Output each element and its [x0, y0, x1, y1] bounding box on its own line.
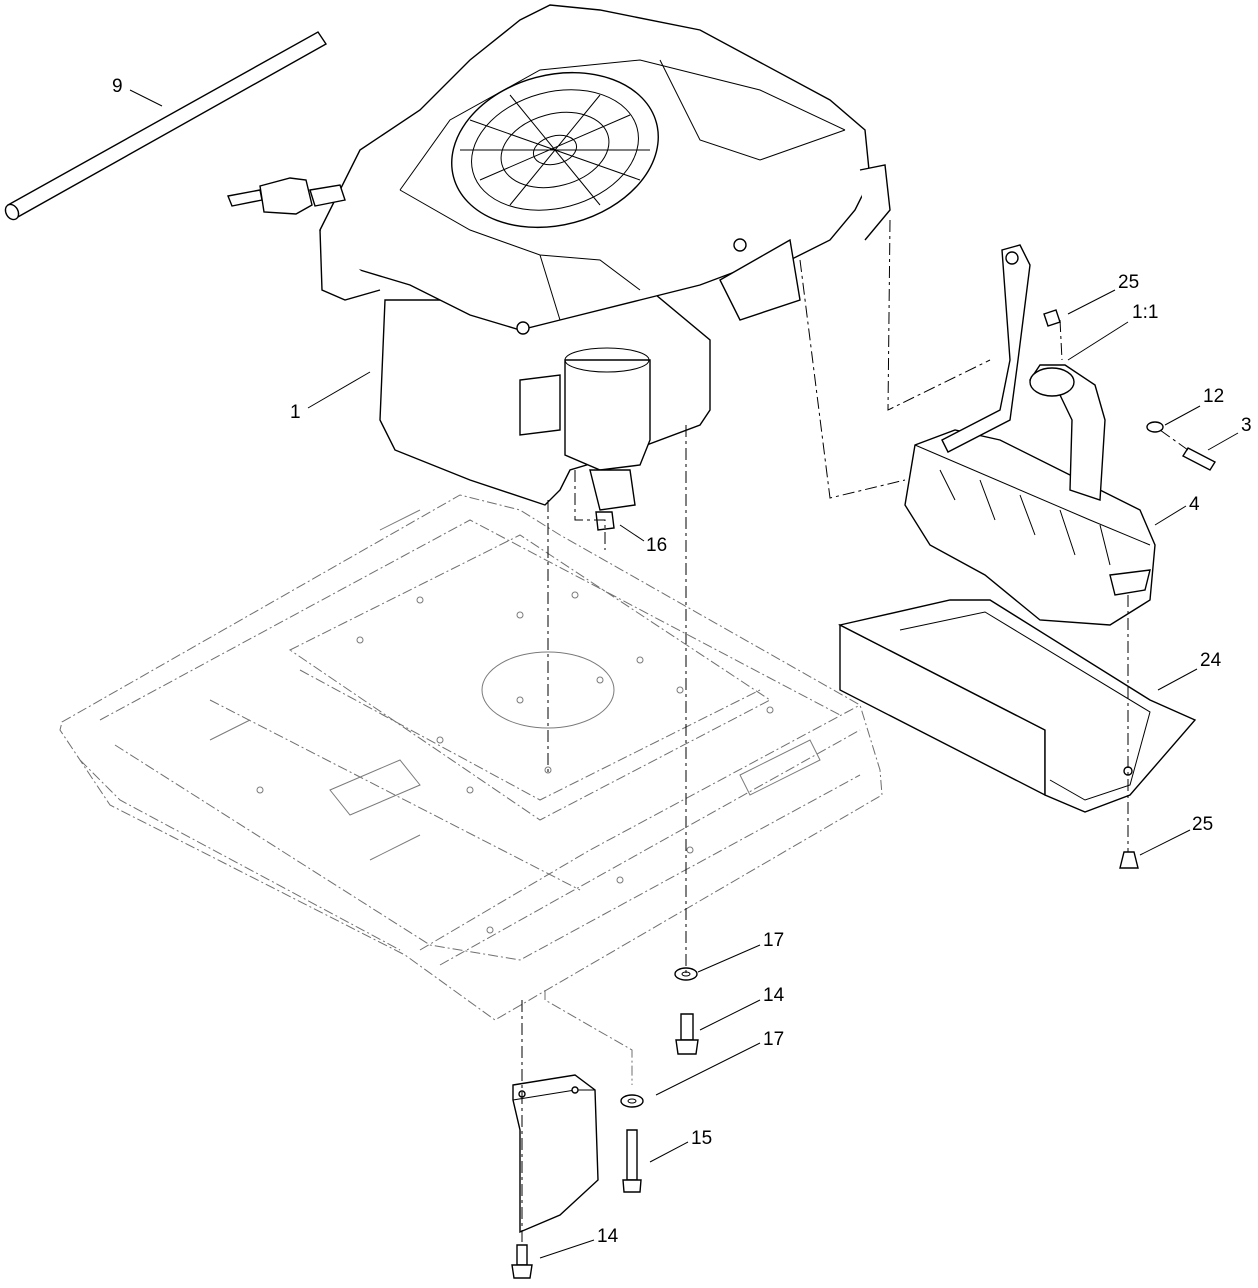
hose-icon — [4, 31, 328, 221]
callout-24: 24 — [1200, 650, 1222, 671]
callout-9: 9 — [112, 76, 123, 97]
callout-4: 4 — [1189, 494, 1200, 515]
phantom-line — [544, 990, 633, 1085]
callout-17-bottom: 17 — [763, 1029, 784, 1050]
muffler-icon — [904, 244, 1156, 626]
centerline — [521, 219, 1189, 1245]
bolt-icon — [511, 309, 1216, 1279]
engine-icon — [319, 4, 891, 511]
callout-25-top: 25 — [1118, 272, 1139, 293]
frame-outline-icon — [59, 494, 883, 1021]
callout-16: 16 — [646, 535, 667, 556]
fuel-fitting-icon — [227, 177, 346, 215]
callout-17-top: 17 — [763, 930, 784, 951]
leader-lines — [129, 89, 1239, 1259]
callout-3: 3 — [1241, 415, 1252, 436]
callout-1: 1 — [290, 402, 301, 423]
heat-shield-icon — [837, 599, 1197, 813]
callout-1-1: 1:1 — [1132, 302, 1158, 323]
bracket-icon — [512, 1074, 599, 1234]
callout-14-top: 14 — [763, 985, 785, 1006]
callouts: 9 1 25 1:1 12 3 4 16 24 25 17 14 17 15 1… — [112, 76, 1252, 1247]
callout-25-bottom: 25 — [1192, 814, 1213, 835]
callout-12: 12 — [1203, 386, 1224, 407]
callout-14-bottom: 14 — [597, 1226, 619, 1247]
callout-15: 15 — [691, 1128, 712, 1149]
